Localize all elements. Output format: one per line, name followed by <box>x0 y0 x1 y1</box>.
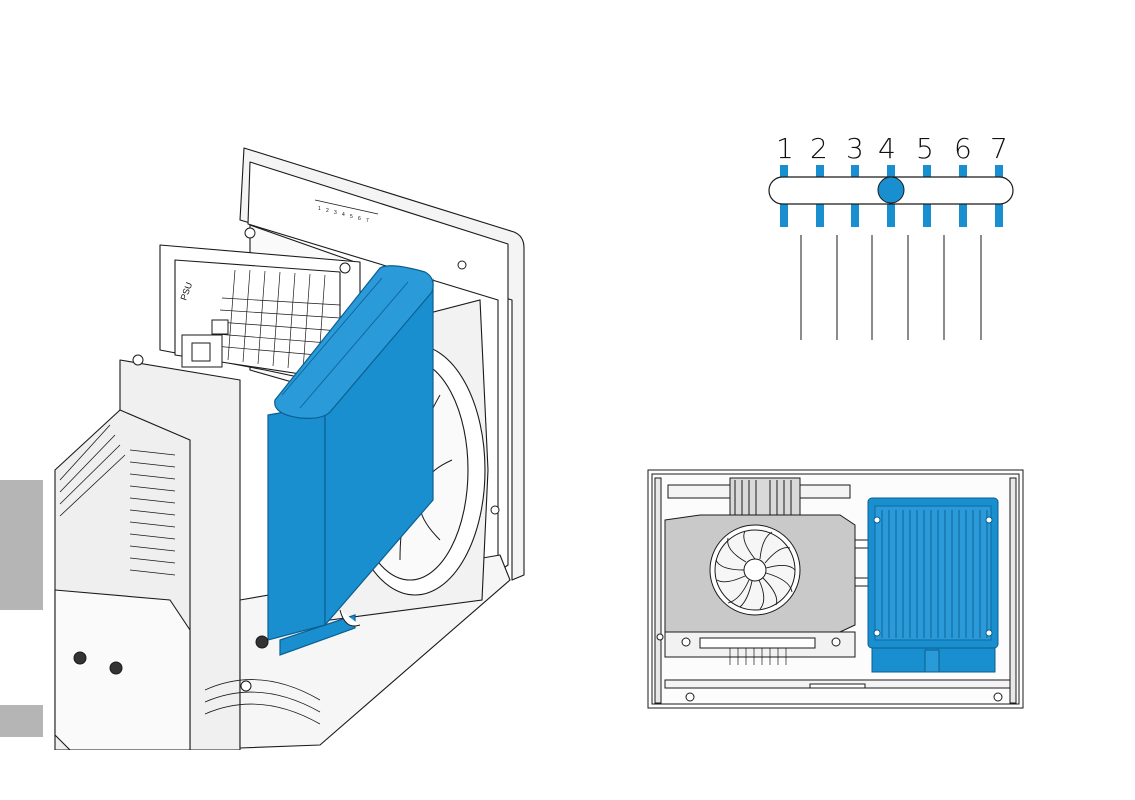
position-label-5: 5 <box>916 132 934 165</box>
top-radiator-icon <box>868 498 998 672</box>
slider-knob-icon <box>878 177 904 203</box>
slider-leader-lines <box>801 235 981 340</box>
svg-text:4: 4 <box>342 212 345 218</box>
side-tab-bottom <box>0 705 43 737</box>
position-label-6: 6 <box>954 132 972 165</box>
position-slider-diagram: 1 2 3 4 5 6 7 <box>760 125 1020 345</box>
position-label-3: 3 <box>846 132 864 165</box>
case-top-view <box>645 465 1030 715</box>
gpu-fan-icon <box>710 525 800 615</box>
svg-text:3: 3 <box>334 210 337 216</box>
position-label-4: 4 <box>878 132 896 165</box>
svg-text:2: 2 <box>326 208 329 214</box>
position-label-7: 7 <box>990 132 1008 165</box>
position-label-1: 1 <box>776 132 794 165</box>
side-tab-top <box>0 480 43 610</box>
slider-position-labels: 1 2 3 4 5 6 7 <box>776 132 1008 165</box>
case-isometric-view: PSU 1 2 3 4 5 6 7 <box>40 140 540 750</box>
svg-text:6: 6 <box>358 216 361 222</box>
svg-text:1: 1 <box>318 206 321 212</box>
svg-text:5: 5 <box>350 214 353 220</box>
riser-bracket <box>55 590 190 750</box>
svg-text:7: 7 <box>366 218 369 224</box>
position-label-2: 2 <box>810 132 828 165</box>
